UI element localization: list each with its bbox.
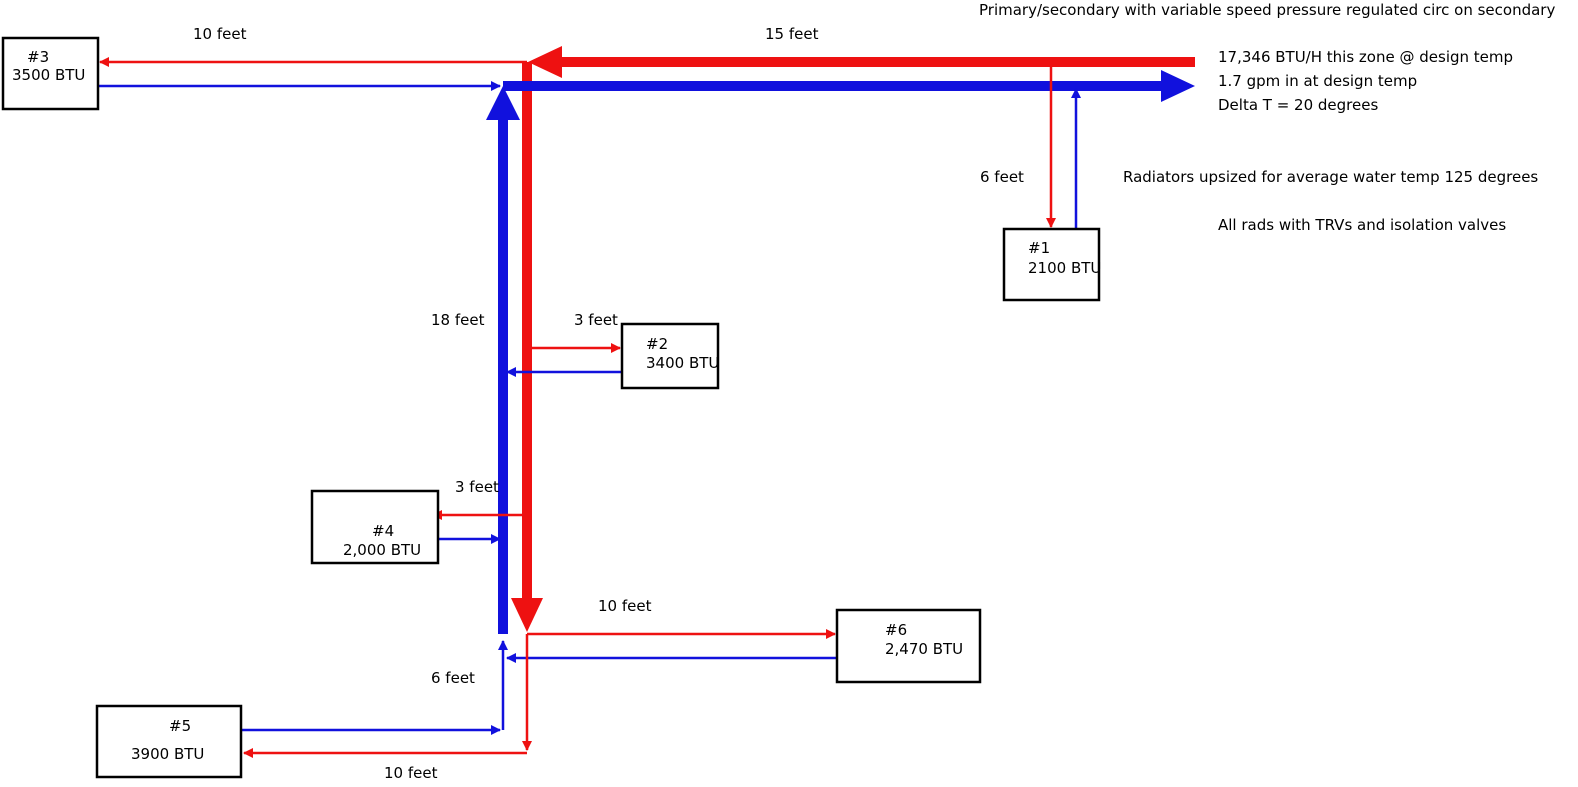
radiator-2-output: 3400 BTU [646, 354, 719, 372]
radiator-3-box [1, 36, 100, 111]
radiator-1-id: #1 [1028, 239, 1050, 257]
length-branch-2: 3 feet [574, 311, 618, 329]
radiator-6-id: #6 [885, 621, 907, 639]
note-zone-load: 17,346 BTU/H this zone @ design temp [1218, 48, 1513, 66]
radiator-1-output: 2100 BTU [1028, 259, 1101, 277]
note-primary-secondary: Primary/secondary with variable speed pr… [979, 1, 1555, 19]
radiator-2-box [620, 322, 720, 390]
note-delta-t: Delta T = 20 degrees [1218, 96, 1378, 114]
radiator-4-output: 2,000 BTU [343, 541, 421, 559]
length-main-vertical: 18 feet [431, 311, 485, 329]
radiator-1-box [1002, 227, 1101, 302]
length-main-top: 15 feet [765, 25, 819, 43]
main-return-vertical-arrowhead [486, 86, 520, 120]
radiator-5-output: 3900 BTU [131, 745, 204, 763]
radiator-3-output: 3500 BTU [12, 66, 85, 84]
main-supply-vertical-arrowhead [511, 598, 543, 632]
radiator-5-box [95, 704, 243, 779]
length-branch-6: 10 feet [598, 597, 652, 615]
length-branch-4: 3 feet [455, 478, 499, 496]
radiator-3-id: #3 [27, 48, 49, 66]
note-flow-rate: 1.7 gpm in at design temp [1218, 72, 1417, 90]
radiator-5-id: #5 [169, 717, 191, 735]
main-return-top-arrowhead [1161, 70, 1195, 102]
note-trvs: All rads with TRVs and isolation valves [1218, 216, 1506, 234]
radiator-2-id: #2 [646, 335, 668, 353]
radiator-6-output: 2,470 BTU [885, 640, 963, 658]
main-supply-top-arrowhead [528, 46, 562, 78]
note-radiators-upsized: Radiators upsized for average water temp… [1123, 168, 1538, 186]
radiator-6-box [835, 608, 982, 684]
radiator-4-id: #4 [372, 522, 394, 540]
length-branch-5: 10 feet [384, 764, 438, 782]
length-branch-3: 10 feet [193, 25, 247, 43]
radiator-4-box [310, 489, 440, 565]
length-branch-5-vertical: 6 feet [431, 669, 475, 687]
length-branch-1: 6 feet [980, 168, 1024, 186]
